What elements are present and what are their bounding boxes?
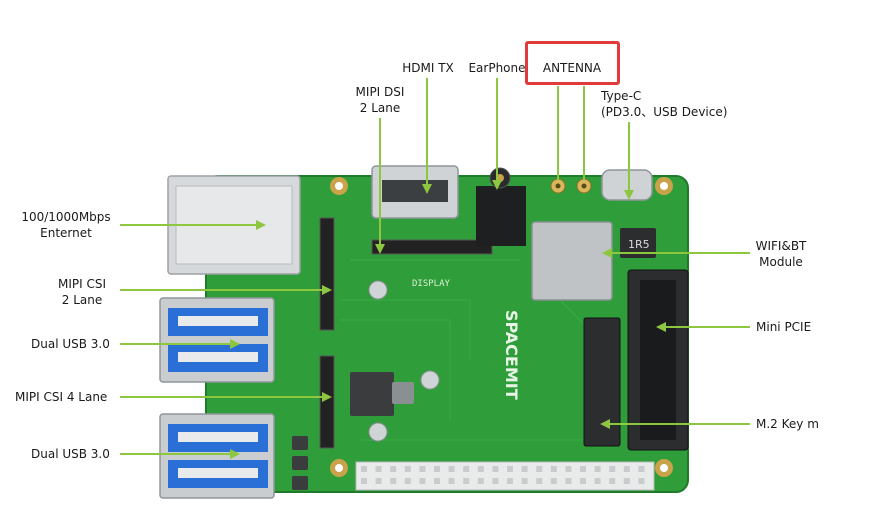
callout-arrows xyxy=(230,180,666,459)
gpio-pin xyxy=(609,466,616,472)
gpio-pin xyxy=(419,478,426,484)
gpio-pin xyxy=(638,466,645,472)
gpio-pin xyxy=(361,478,367,484)
soc-chip xyxy=(350,372,394,416)
gpio-pin xyxy=(536,466,543,472)
gpio-pin xyxy=(375,466,382,472)
gpio-pin xyxy=(521,478,528,484)
label-earphone: EarPhone xyxy=(468,61,526,75)
gpio-pin xyxy=(492,478,499,484)
gpio-pin xyxy=(419,466,426,472)
gpio-pin xyxy=(623,478,630,484)
gpio-pin xyxy=(404,466,411,472)
gpio-pin xyxy=(448,478,455,484)
gpio-pin xyxy=(536,478,543,484)
gpio-pin xyxy=(565,478,572,484)
gpio-pin xyxy=(404,478,411,484)
dsi-connector xyxy=(371,239,493,255)
gpio-pin xyxy=(463,466,470,472)
gpio-pin xyxy=(463,478,470,484)
gpio-pin xyxy=(375,478,382,484)
gpio-pin xyxy=(434,478,440,484)
label-antenna: ANTENNA xyxy=(542,61,602,75)
gpio-pin xyxy=(550,478,557,484)
label-dual-usb-bottom: Dual USB 3.0 xyxy=(31,447,110,461)
gpio-pin xyxy=(565,466,572,472)
csi-4lane-connector xyxy=(319,355,335,449)
gpio-pin xyxy=(434,466,440,472)
gpio-pin xyxy=(594,466,601,472)
silk-inductor: 1R5 xyxy=(628,238,650,251)
usb-stack-bottom xyxy=(159,413,275,499)
m2-slot xyxy=(583,317,621,447)
silk-display: DISPLAY xyxy=(412,279,451,289)
gpio-pin xyxy=(638,478,645,484)
gpio-pin xyxy=(390,466,397,472)
gpio-pin xyxy=(448,466,455,472)
mounting-holes xyxy=(330,177,673,477)
gpio-pin xyxy=(477,466,484,472)
wifi-bt-chip xyxy=(531,221,613,301)
gpio-pin xyxy=(477,478,484,484)
label-hdmi-tx: HDMI TX xyxy=(402,61,454,75)
gpio-pin xyxy=(507,466,513,472)
gpio-pin xyxy=(580,478,586,484)
gpio-header xyxy=(355,461,655,491)
gpio-pin xyxy=(623,466,630,472)
gpio-pin xyxy=(390,478,397,484)
inductor xyxy=(620,228,656,258)
callout-lines xyxy=(120,78,750,455)
label-wifi-bt: WIFI&BT Module xyxy=(755,239,807,269)
usb-stack-top xyxy=(159,297,275,383)
label-mini-pcie: Mini PCIE xyxy=(756,320,812,334)
silk-brand: SPACEMIT xyxy=(502,310,521,400)
label-ethernet: 100/1000Mbps Enternet xyxy=(21,210,111,240)
csi-2lane-connector xyxy=(319,217,335,331)
label-mipi-dsi: MIPI DSI 2 Lane xyxy=(355,85,405,115)
gpio-pin xyxy=(550,466,557,472)
hdmi-port xyxy=(371,165,459,219)
type-c-port xyxy=(601,169,653,201)
label-mipi-csi-2lane: MIPI CSI 2 Lane xyxy=(57,277,107,307)
label-mipi-csi-4lane: MIPI CSI 4 Lane xyxy=(15,390,108,404)
gpio-pin xyxy=(507,478,513,484)
gpio-pin xyxy=(594,478,601,484)
label-m2: M.2 Key m xyxy=(756,417,819,431)
label-dual-usb-top: Dual USB 3.0 xyxy=(31,337,110,351)
earphone-jack xyxy=(476,167,526,246)
gpio-pin xyxy=(521,466,528,472)
gpio-pin xyxy=(580,466,586,472)
gpio-pin xyxy=(609,478,616,484)
pcb-traces xyxy=(340,259,621,441)
antenna-connectors xyxy=(550,178,592,194)
gpio-pin xyxy=(492,466,499,472)
label-type-c: Type-C (PD3.0、USB Device) xyxy=(601,89,728,119)
gpio-pin xyxy=(361,466,367,472)
antenna-highlight-box xyxy=(525,41,620,85)
side-buttons xyxy=(292,436,308,490)
